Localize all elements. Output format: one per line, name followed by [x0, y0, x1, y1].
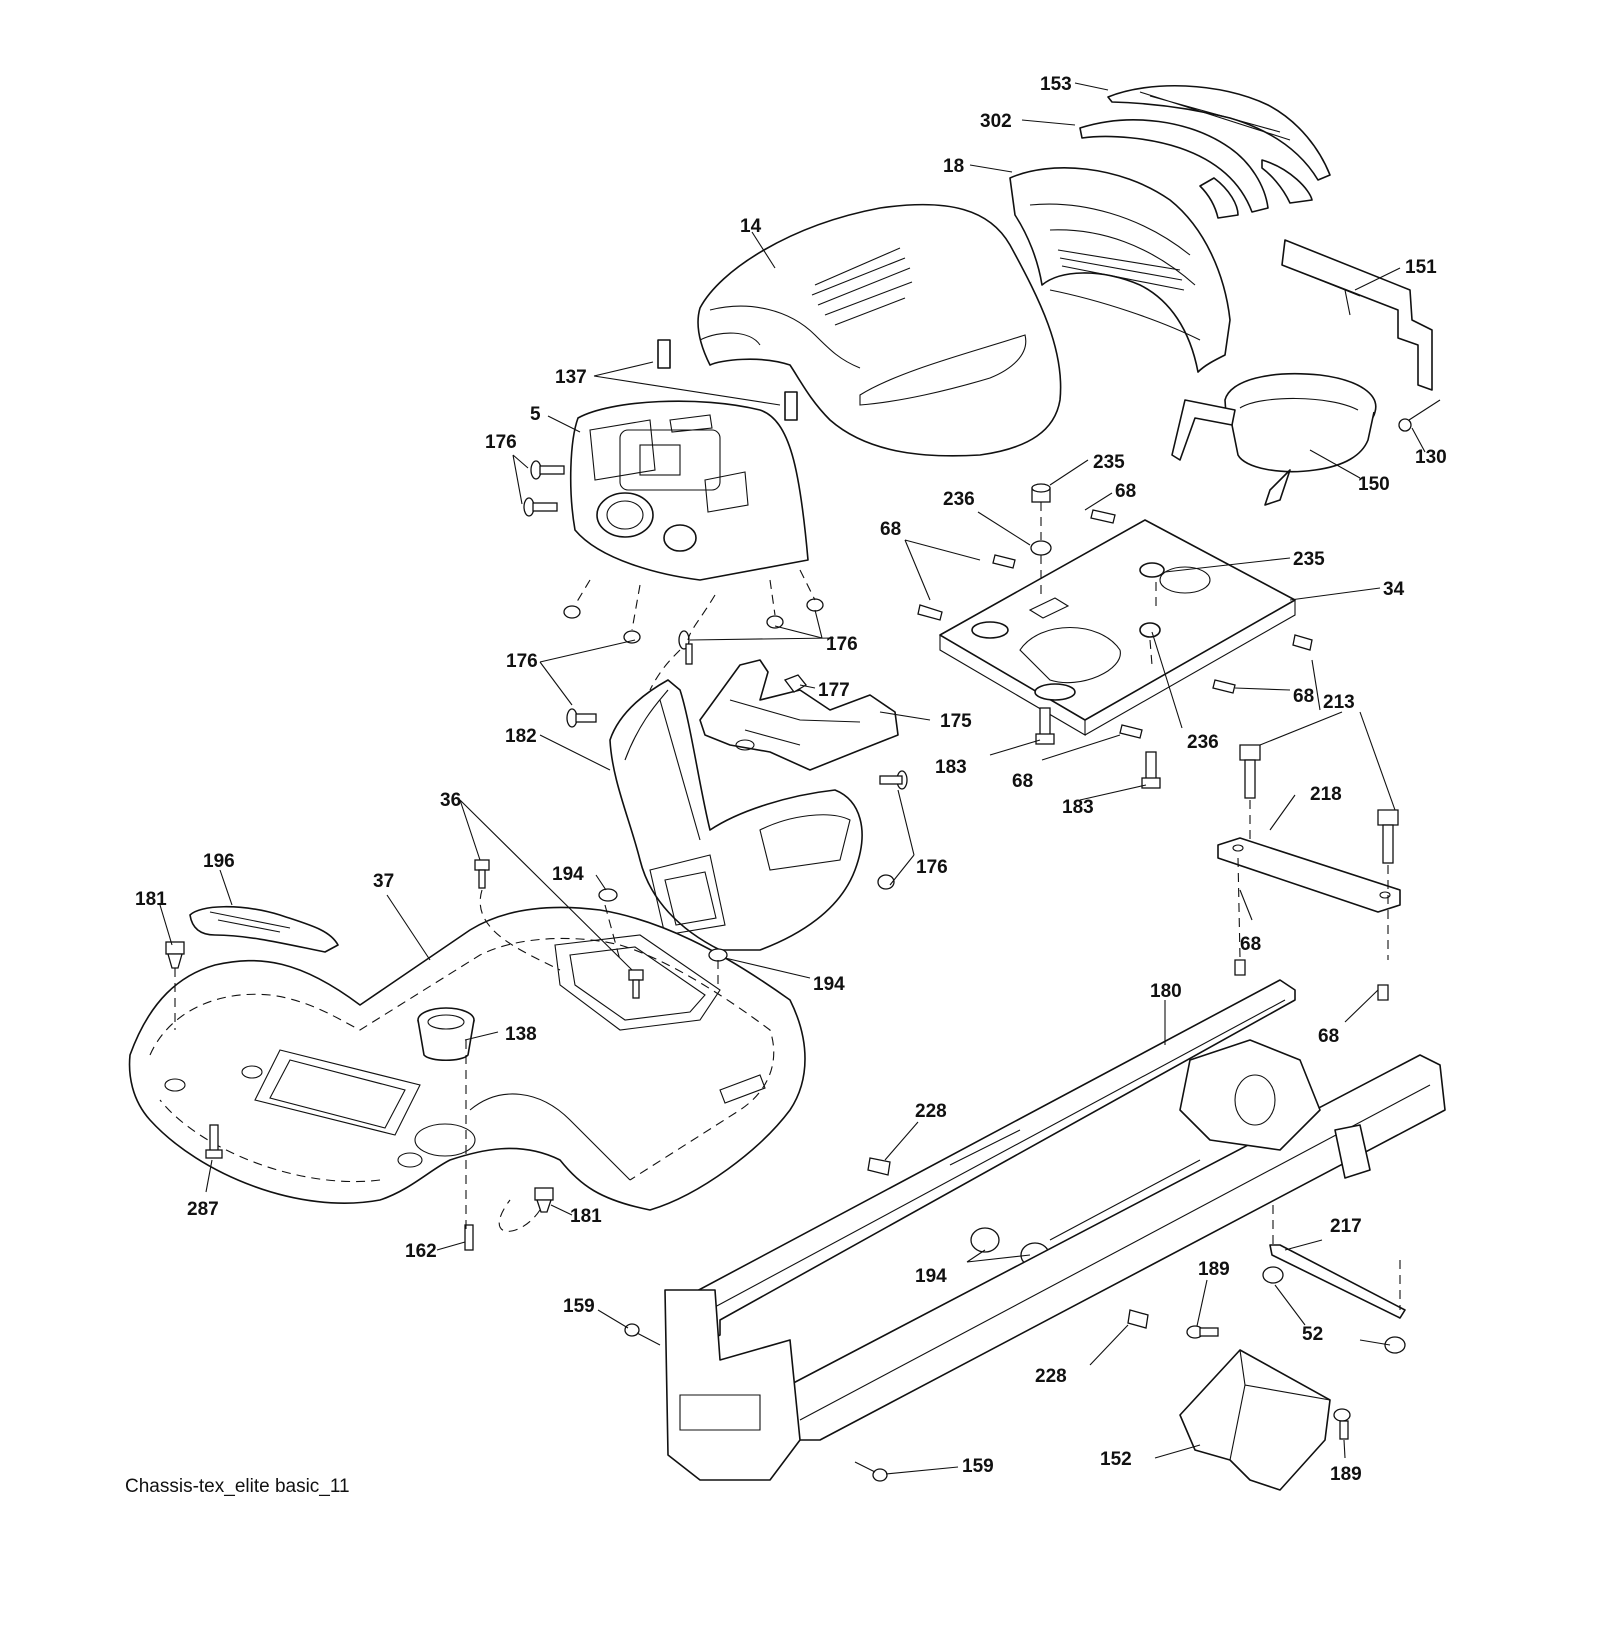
- part-181-bushings: [165, 941, 554, 1213]
- part-162-screw: [464, 1224, 474, 1251]
- part-18-front-frame: [1009, 167, 1231, 373]
- part-177-clip: [783, 674, 807, 693]
- part-152-cover: [1179, 1349, 1331, 1491]
- part-218-bar: [1217, 837, 1401, 913]
- part-137-pads: [657, 339, 798, 421]
- label-213: 213: [1323, 692, 1355, 713]
- part-235-spacers: [1031, 483, 1051, 503]
- part-36-bolts: [474, 859, 644, 999]
- label-5: 5: [530, 404, 541, 425]
- part-228-pins: [867, 1157, 1149, 1329]
- label-151: 151: [1405, 257, 1437, 278]
- label-137: 137: [555, 367, 587, 388]
- part-52-washers: [1262, 1266, 1406, 1354]
- part-183-pins: [1035, 707, 1161, 789]
- label-217: 217: [1330, 1216, 1362, 1237]
- label-175: 175: [940, 711, 972, 732]
- part-213-bolts: [1239, 744, 1399, 864]
- label-181: 181: [570, 1206, 602, 1227]
- label-130: 130: [1415, 447, 1447, 468]
- part-130-screw: [1398, 399, 1441, 432]
- part-150-bowl: [1171, 372, 1377, 506]
- label-14: 14: [740, 216, 762, 237]
- part-138-cup: [417, 1007, 475, 1062]
- part-196-plate: [189, 905, 339, 953]
- label-152: 152: [1100, 1449, 1132, 1470]
- label-150: 150: [1358, 474, 1390, 495]
- label-189: 189: [1198, 1259, 1230, 1280]
- label-176: 176: [826, 634, 858, 655]
- label-153: 153: [1040, 74, 1072, 95]
- part-37-body-pan: [128, 906, 806, 1211]
- label-68: 68: [880, 519, 901, 540]
- label-228: 228: [1035, 1366, 1067, 1387]
- label-183: 183: [935, 757, 967, 778]
- label-68: 68: [1115, 481, 1136, 502]
- label-176: 176: [916, 857, 948, 878]
- label-176: 176: [485, 432, 517, 453]
- label-68: 68: [1240, 934, 1261, 955]
- part-189-bolts: [1186, 1325, 1351, 1440]
- label-177: 177: [818, 680, 850, 701]
- part-182-shroud: [609, 679, 863, 951]
- label-235: 235: [1293, 549, 1325, 570]
- part-151-bracket: [1281, 239, 1433, 391]
- label-18: 18: [943, 156, 964, 177]
- label-52: 52: [1302, 1324, 1323, 1345]
- label-194: 194: [813, 974, 845, 995]
- label-194: 194: [552, 864, 584, 885]
- label-36: 36: [440, 790, 461, 811]
- part-180-frame: [664, 979, 1446, 1481]
- diagram-caption: Chassis-tex_elite basic_11: [125, 1476, 350, 1497]
- label-189: 189: [1330, 1464, 1362, 1485]
- label-68: 68: [1012, 771, 1033, 792]
- part-175-support: [699, 659, 899, 771]
- label-159: 159: [962, 1456, 994, 1477]
- part-176-bolts: [523, 460, 908, 890]
- label-181: 181: [135, 889, 167, 910]
- part-labels: 153 302 18 14 151 137 5 176 235 68 236 6…: [135, 74, 1447, 1485]
- label-176: 176: [506, 651, 538, 672]
- label-194: 194: [915, 1266, 947, 1287]
- label-236: 236: [943, 489, 975, 510]
- part-5-dashboard: [569, 400, 809, 581]
- label-182: 182: [505, 726, 537, 747]
- part-236-nuts: [1030, 540, 1052, 556]
- label-37: 37: [373, 871, 394, 892]
- label-236: 236: [1187, 732, 1219, 753]
- label-183: 183: [1062, 797, 1094, 818]
- label-34: 34: [1383, 579, 1405, 600]
- part-34-plate: [939, 519, 1296, 736]
- label-162: 162: [405, 1241, 437, 1262]
- label-180: 180: [1150, 981, 1182, 1002]
- part-159-screws: [624, 1323, 888, 1482]
- label-287: 287: [187, 1199, 219, 1220]
- part-68-bolts: [917, 509, 1389, 1001]
- label-302: 302: [980, 111, 1012, 132]
- label-159: 159: [563, 1296, 595, 1317]
- label-138: 138: [505, 1024, 537, 1045]
- label-228: 228: [915, 1101, 947, 1122]
- part-153-grille-strip: [1107, 85, 1331, 204]
- label-68: 68: [1293, 686, 1314, 707]
- label-196: 196: [203, 851, 235, 872]
- part-287-screw: [205, 1124, 223, 1159]
- part-302-strip: [1079, 119, 1269, 219]
- label-235: 235: [1093, 452, 1125, 473]
- part-217-rod: [1269, 1244, 1406, 1319]
- part-14-hood: [697, 203, 1062, 457]
- label-68: 68: [1318, 1026, 1339, 1047]
- label-218: 218: [1310, 784, 1342, 805]
- leader-lines: [159, 82, 1426, 1475]
